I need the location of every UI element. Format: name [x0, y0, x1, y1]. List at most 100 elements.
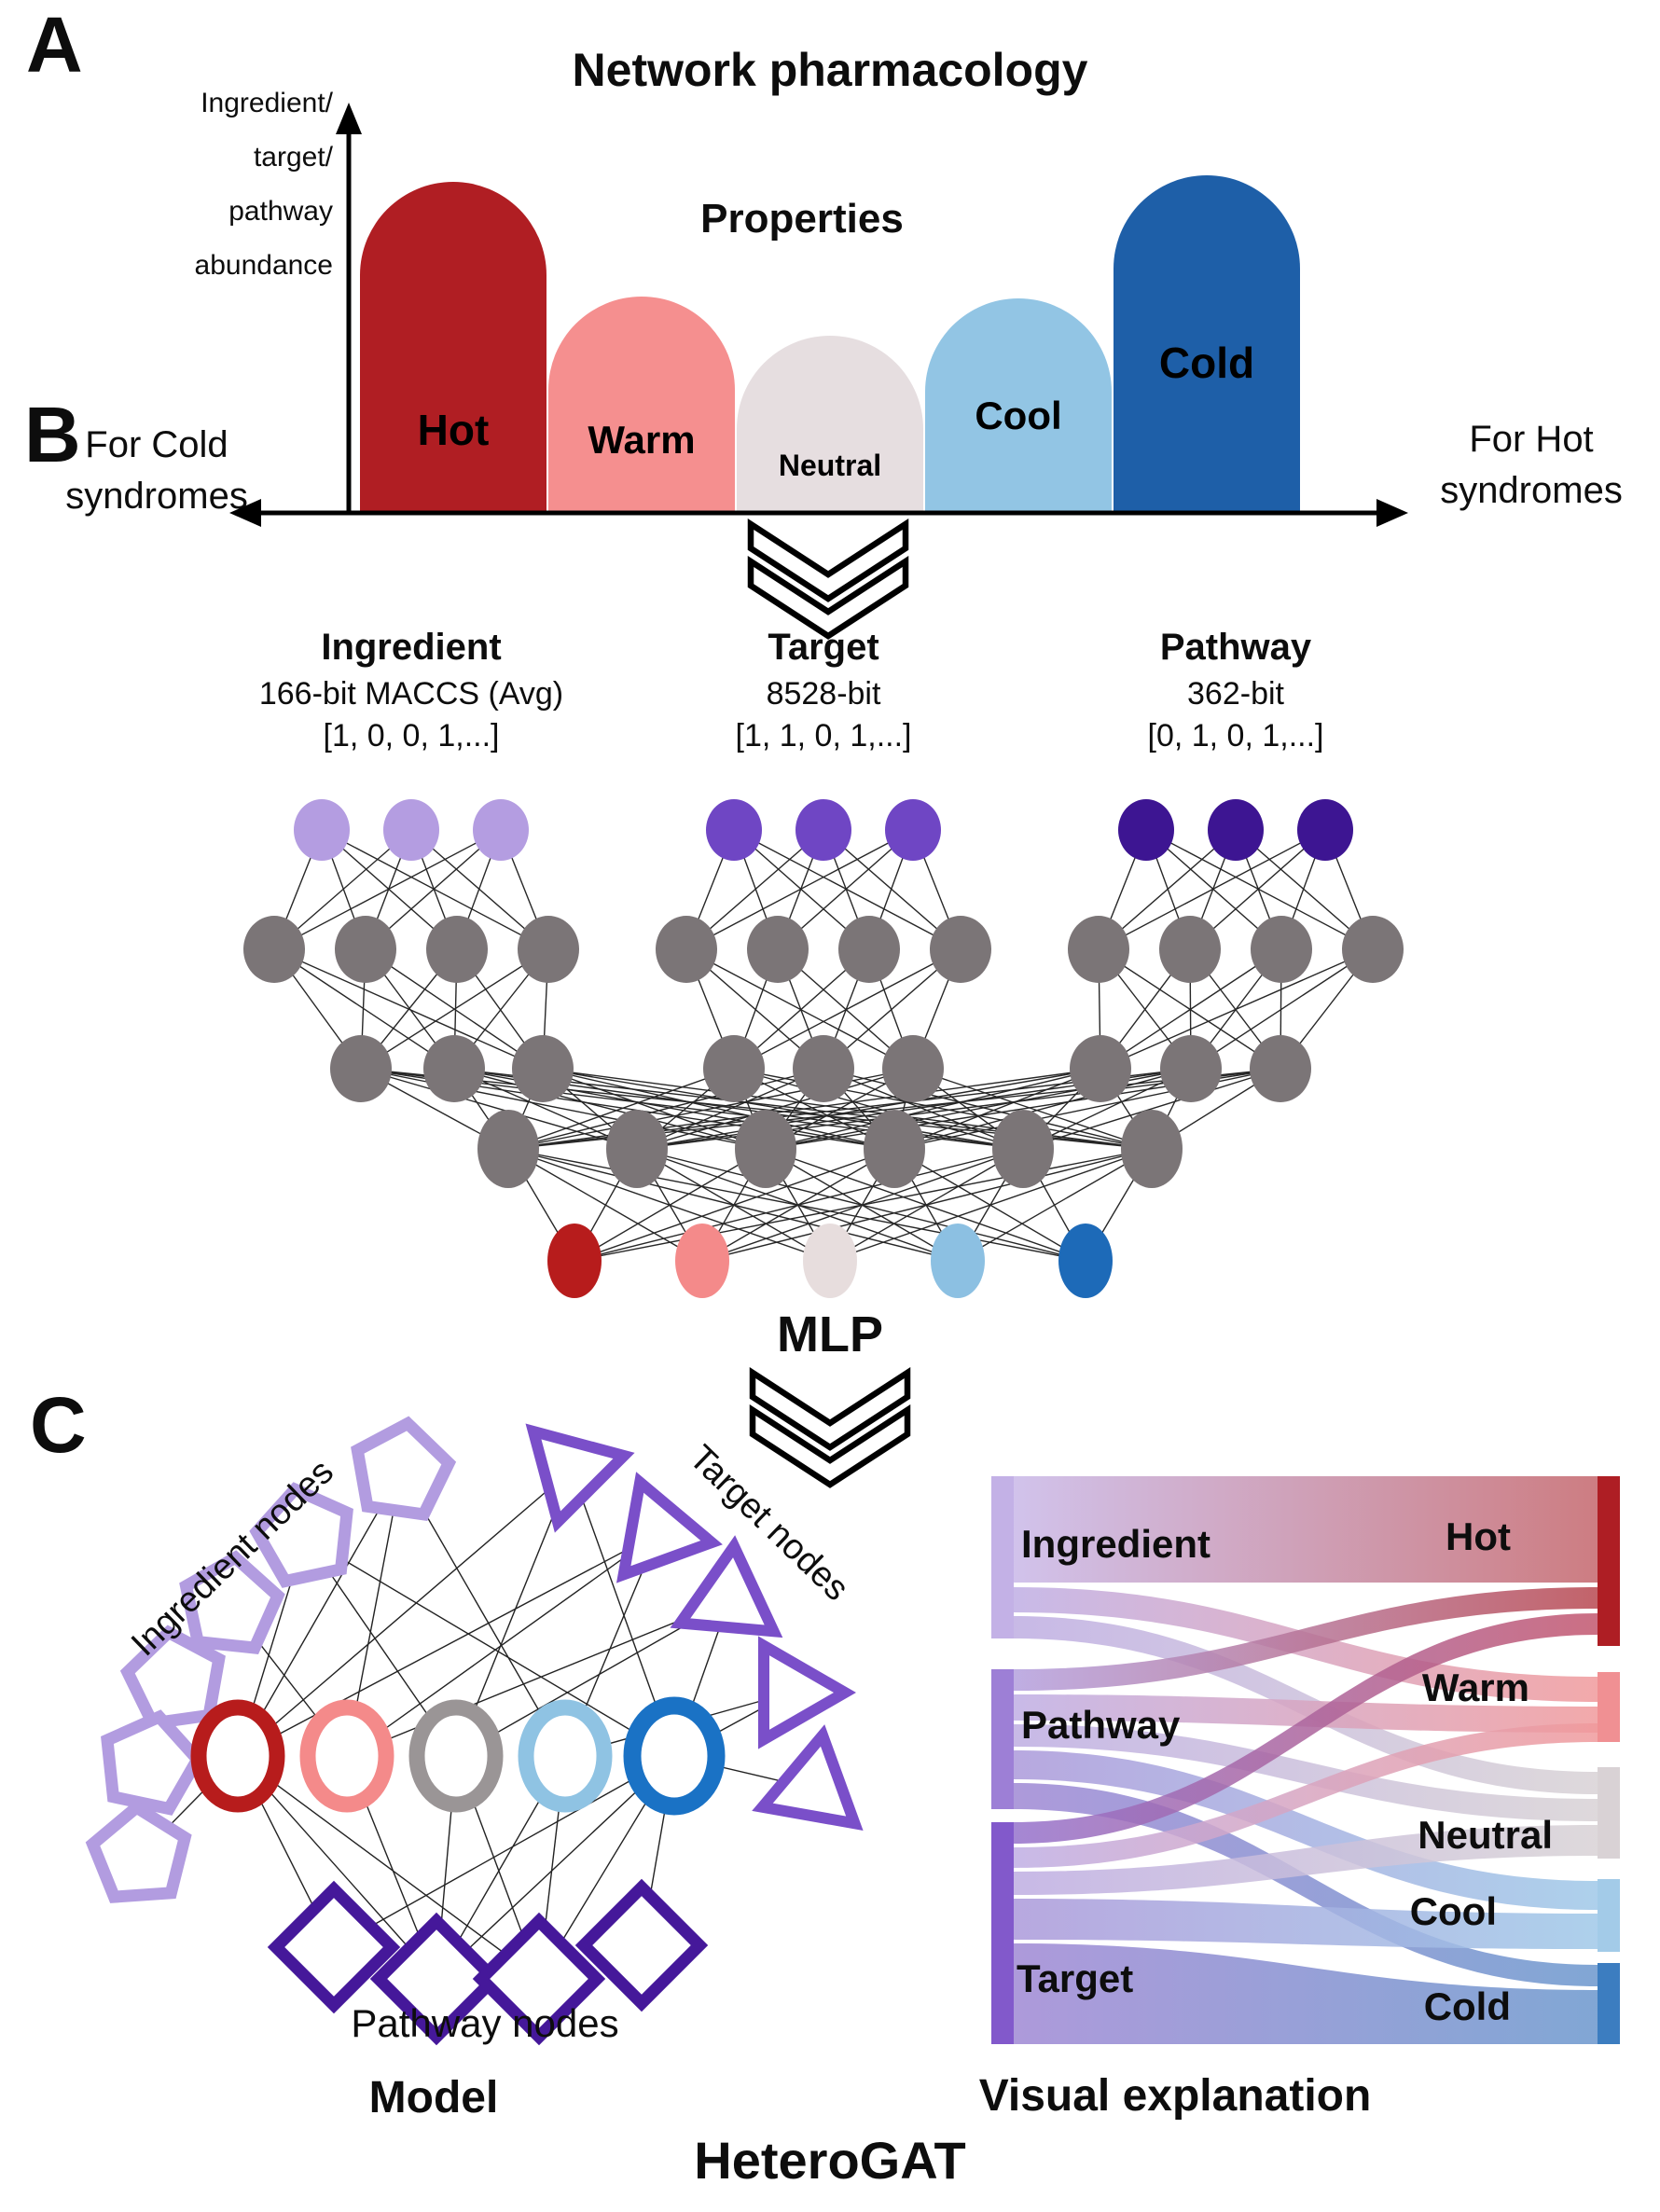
ingredient-node-pentagon [351, 1416, 457, 1521]
left-axis-caption-line: syndromes [65, 476, 248, 517]
y-axis-line: abundance [194, 250, 333, 281]
pathway-nodes-label: Pathway nodes [351, 2001, 619, 2045]
target-node-triangle [616, 1472, 723, 1583]
right-axis-caption-line: For Hot [1469, 419, 1594, 460]
bar-cold: Cold [1114, 175, 1300, 511]
target-node-triangle [670, 1535, 783, 1638]
hidden-node [335, 916, 396, 983]
sankey-ribbon [1014, 1694, 1598, 1733]
model-title: Model [368, 2073, 499, 2122]
input-node-pathway [1208, 799, 1264, 861]
hidden-node [423, 1035, 485, 1102]
left-axis-caption-line: For Cold [85, 424, 228, 465]
group-header-pathway: Pathway 362-bit [0, 1, 0, 1,...] [1058, 627, 1413, 754]
x-axis-double-arrow [229, 499, 1408, 527]
group-name: Pathway [1159, 627, 1312, 668]
sankey-ribbon [1014, 1783, 1598, 1986]
pathway-node-diamond [369, 1912, 504, 2046]
hidden-node [330, 1035, 392, 1102]
hidden-node [747, 916, 809, 983]
hidden-node [656, 916, 717, 983]
group-vector: [1, 0, 0, 1,...] [323, 718, 500, 753]
hidden-node [703, 1035, 765, 1102]
merge-node [864, 1110, 925, 1188]
ingredient-node-pentagon [249, 1482, 353, 1588]
hidden-node [1160, 1035, 1222, 1102]
ingredient-node-pentagon [85, 1800, 192, 1903]
property-node-ring [623, 1696, 726, 1816]
property-node-ring [190, 1699, 285, 1813]
hidden-node [1070, 1035, 1131, 1102]
y-axis-label: Ingredient/ target/ pathway abundance [89, 76, 333, 293]
output-node [1058, 1224, 1113, 1298]
hidden-node [512, 1035, 574, 1102]
ingredient-node-pentagon [179, 1550, 285, 1654]
hidden-node [426, 916, 488, 983]
sankey-ribbon [1014, 1476, 1598, 1583]
output-node [931, 1224, 985, 1298]
input-node-target [885, 799, 941, 861]
target-node-triangle [758, 1636, 857, 1749]
sankey-ribbon [1014, 1587, 1598, 1691]
sankey-right-bar-neutral [1598, 1767, 1620, 1859]
sankey-ribbon [1014, 1750, 1598, 1910]
sankey-target-label: Target [1017, 1956, 1134, 2000]
sankey-ribbon [1014, 1943, 1598, 2044]
merge-node [477, 1110, 539, 1188]
panel-b-label: B [24, 391, 81, 478]
hidden-node [1250, 1035, 1311, 1102]
output-node [547, 1224, 602, 1298]
y-axis-line: pathway [228, 196, 333, 227]
merge-node [735, 1110, 796, 1188]
bar-cool: Cool [925, 298, 1112, 511]
sankey-cool-label: Cool [1409, 1889, 1497, 1933]
right-axis-caption: For Hot syndromes [1410, 414, 1653, 517]
sankey-right-bar-hot [1598, 1476, 1620, 1646]
pathway-node-diamond [574, 1878, 709, 2012]
sankey-warm-label: Warm [1421, 1666, 1529, 1709]
hidden-node [243, 916, 305, 983]
bar-warm: Warm [548, 297, 735, 511]
input-node-ingredient [383, 799, 439, 861]
sankey-left-bar-pathway [991, 1669, 1014, 1809]
sankey-ribbon [1014, 1724, 1598, 1821]
input-node-target [795, 799, 851, 861]
sankey-ribbon [1014, 1613, 1598, 1844]
sankey-ingredient-label: Ingredient [1021, 1522, 1211, 1566]
sankey-pathway-label: Pathway [1021, 1703, 1181, 1747]
panel-a-label: A [26, 1, 83, 89]
property-node-ring [299, 1699, 394, 1813]
hidden-node [1159, 916, 1221, 983]
hidden-node [882, 1035, 944, 1102]
sankey-ribbon [1014, 1723, 1598, 1868]
ingredient-node-pentagon [119, 1624, 226, 1730]
output-node [675, 1224, 729, 1298]
panel-c-label: C [30, 1381, 87, 1469]
pathway-node-diamond [472, 1912, 606, 2046]
merge-node [992, 1110, 1054, 1188]
y-axis-line: target/ [253, 142, 333, 173]
sankey-cold-label: Cold [1423, 1984, 1511, 2028]
merge-node [1121, 1110, 1183, 1188]
hidden-node [1068, 916, 1129, 983]
bar-label-neutral: Neutral [778, 449, 882, 482]
bar-label-cold: Cold [1158, 339, 1255, 387]
bar-label-hot: Hot [417, 406, 490, 454]
group-name: Ingredient [321, 627, 502, 668]
sankey-right-bar-warm [1598, 1672, 1620, 1742]
output-node [803, 1224, 857, 1298]
group-encoding: 166-bit MACCS (Avg) [258, 676, 564, 712]
left-axis-caption: For Cold syndromes [45, 420, 269, 522]
group-encoding: 8528-bit [766, 676, 881, 712]
sankey-neutral-label: Neutral [1418, 1813, 1553, 1857]
bar-hot: Hot [360, 182, 546, 511]
pathway-node-diamond [267, 1880, 401, 2014]
right-axis-caption-line: syndromes [1440, 470, 1623, 511]
target-node-triangle [752, 1724, 864, 1832]
group-name: Target [768, 627, 879, 668]
